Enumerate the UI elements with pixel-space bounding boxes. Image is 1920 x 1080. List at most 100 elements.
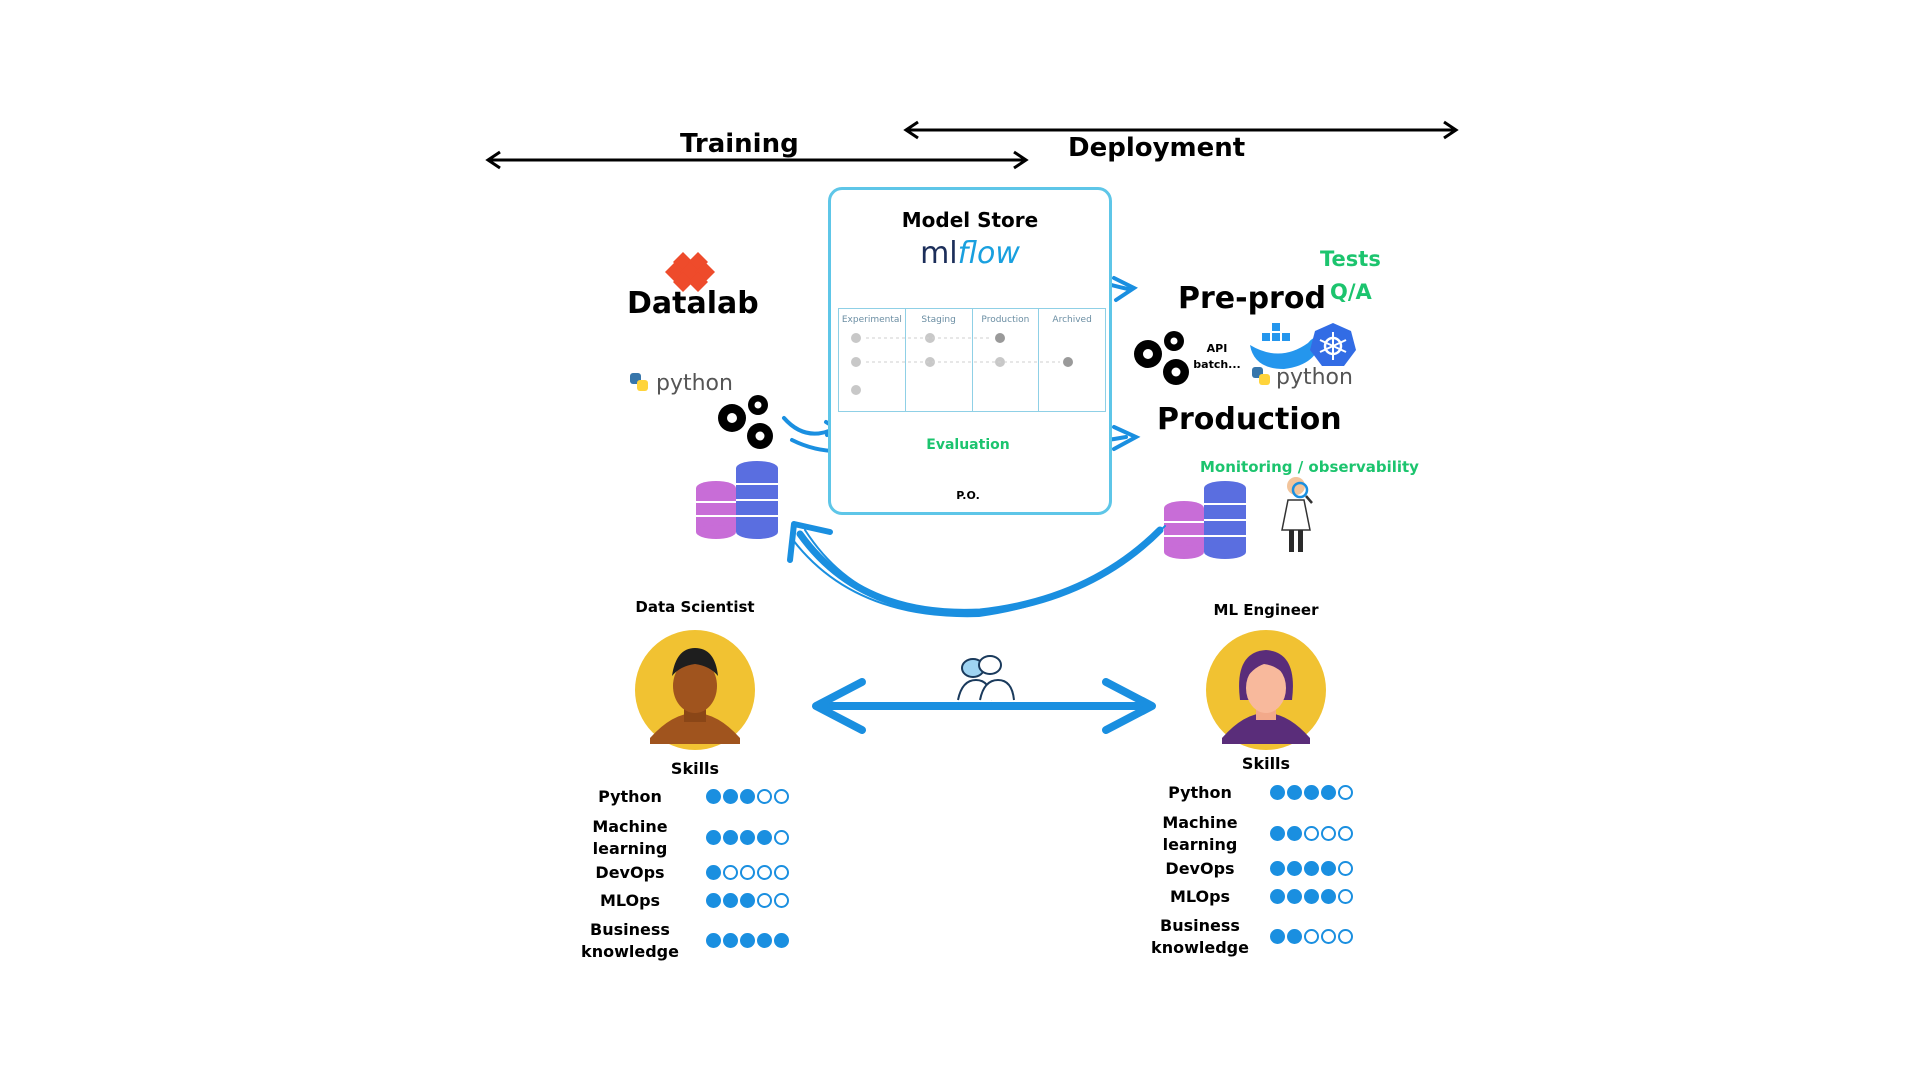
- skill-name-line: Python: [1168, 783, 1232, 802]
- rating-dot-filled: [706, 830, 721, 845]
- rating-dot-filled: [1287, 861, 1302, 876]
- skill-name: Python: [1140, 782, 1260, 804]
- rating-dot-filled: [740, 789, 755, 804]
- rating-dot-empty: [1304, 929, 1319, 944]
- rating-dot-filled: [757, 933, 772, 948]
- rating-dot-filled: [1304, 785, 1319, 800]
- stage-column-production: Production: [973, 309, 1040, 411]
- rating-dot-filled: [1287, 826, 1302, 841]
- training-span-arrow: [485, 150, 1029, 170]
- rating-dot-empty: [1338, 785, 1353, 800]
- database-icon: [696, 461, 778, 539]
- ml-engineer-skills-title: Skills: [1241, 754, 1291, 773]
- skill-name: MLOps: [1140, 886, 1260, 908]
- rating-dot-empty: [1304, 826, 1319, 841]
- rating-dot-filled: [1304, 889, 1319, 904]
- skill-name-line: Machine: [1162, 813, 1238, 832]
- qa-label: Q/A: [1330, 280, 1372, 304]
- rating-dot-empty: [774, 830, 789, 845]
- data-scientist-avatar: [635, 630, 755, 750]
- skill-rating: [706, 893, 789, 908]
- rating-dot-filled: [1321, 861, 1336, 876]
- rating-dot-empty: [757, 865, 772, 880]
- skill-name-line: Business: [590, 920, 670, 939]
- rating-dot-filled: [706, 893, 721, 908]
- evaluation-label: Evaluation: [926, 437, 1010, 453]
- rating-dot-filled: [1287, 889, 1302, 904]
- rating-dot-empty: [774, 789, 789, 804]
- deployment-label: Deployment: [1068, 133, 1246, 163]
- skill-name-line: learning: [592, 839, 668, 858]
- skill-name-line: DevOps: [595, 863, 665, 882]
- preprod-python-label: python: [1276, 365, 1353, 390]
- feedback-loop-arrow: [787, 521, 1166, 618]
- rating-dot-empty: [723, 865, 738, 880]
- rating-dot-filled: [1270, 785, 1285, 800]
- skill-rating: [706, 830, 789, 845]
- po-label: P.O.: [956, 489, 980, 502]
- rating-dot-filled: [1321, 785, 1336, 800]
- rating-dot-empty: [774, 893, 789, 908]
- production-title: Production: [1157, 402, 1342, 437]
- mlflow-logo-flow: flow: [957, 236, 1020, 271]
- rating-dot-filled: [1270, 861, 1285, 876]
- rating-dot-filled: [723, 789, 738, 804]
- rating-dot-empty: [757, 789, 772, 804]
- rating-dot-filled: [1270, 826, 1285, 841]
- model-store-box: [828, 187, 1112, 515]
- stage-header: Staging: [921, 315, 956, 325]
- python-logo-icon: [1252, 367, 1270, 385]
- kubernetes-icon: [1310, 323, 1356, 366]
- rating-dot-empty: [740, 865, 755, 880]
- ml-engineer-title: ML Engineer: [1213, 601, 1319, 619]
- scientist-magnifier-icon: [1281, 477, 1313, 552]
- rating-dot-empty: [1338, 929, 1353, 944]
- rating-dot-filled: [740, 933, 755, 948]
- rating-dot-filled: [1321, 889, 1336, 904]
- rating-dot-empty: [1338, 861, 1353, 876]
- rating-dot-filled: [740, 830, 755, 845]
- deployment-span-arrow: [903, 120, 1459, 140]
- rating-dot-filled: [774, 933, 789, 948]
- skill-name-line: Python: [598, 787, 662, 806]
- skill-name: MLOps: [570, 890, 690, 912]
- stage-header: Archived: [1052, 315, 1092, 325]
- skill-name-line: Machine: [592, 817, 668, 836]
- rating-dot-empty: [1338, 826, 1353, 841]
- rating-dot-filled: [723, 830, 738, 845]
- skill-rating: [1270, 929, 1353, 944]
- datalab-title: Datalab: [627, 286, 759, 321]
- skill-name: DevOps: [570, 862, 690, 884]
- rating-dot-empty: [1321, 826, 1336, 841]
- skill-name: Python: [570, 786, 690, 808]
- rating-dot-filled: [1287, 785, 1302, 800]
- stage-column-archived: Archived: [1039, 309, 1105, 411]
- model-stages-table: Experimental Staging Production Archived: [838, 308, 1106, 412]
- rating-dot-filled: [740, 893, 755, 908]
- data-scientist-title: Data Scientist: [635, 598, 755, 616]
- skill-rating: [1270, 826, 1353, 841]
- rating-dot-filled: [706, 933, 721, 948]
- skill-name-line: learning: [1162, 835, 1238, 854]
- rating-dot-filled: [723, 893, 738, 908]
- stage-column-staging: Staging: [906, 309, 973, 411]
- skill-rating: [1270, 861, 1353, 876]
- rating-dot-empty: [774, 865, 789, 880]
- skill-rating: [1270, 889, 1353, 904]
- datalab-python-label: python: [656, 371, 733, 396]
- batch-label: batch...: [1193, 358, 1241, 371]
- data-scientist-skills-title: Skills: [670, 759, 720, 778]
- rating-dot-empty: [1321, 929, 1336, 944]
- skill-rating: [706, 789, 789, 804]
- skill-rating: [706, 933, 789, 948]
- rating-dot-empty: [1338, 889, 1353, 904]
- stage-header: Production: [981, 315, 1030, 325]
- skill-name-line: Business: [1160, 916, 1240, 935]
- datalab-logo-icon: [665, 252, 715, 292]
- skill-rating: [706, 865, 789, 880]
- collaboration-arrow: [812, 678, 1156, 734]
- skill-name: DevOps: [1140, 858, 1260, 880]
- skill-name-line: DevOps: [1165, 859, 1235, 878]
